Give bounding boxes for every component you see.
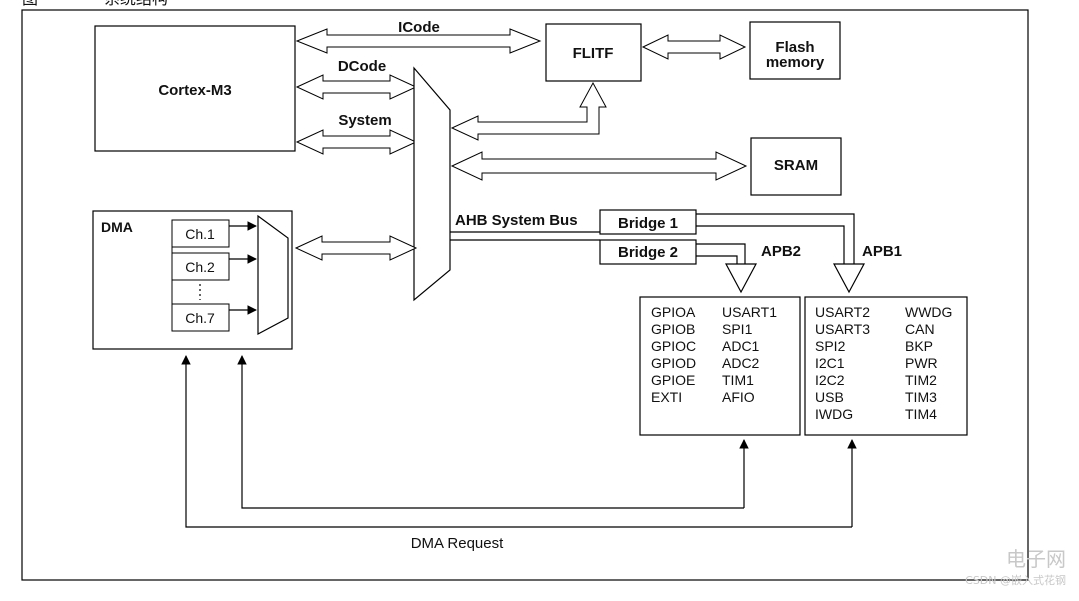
- flash-label-line1: Flash: [775, 39, 814, 56]
- peripheral-item: IWDG: [815, 406, 853, 422]
- bridge-1-label: Bridge 1: [618, 215, 678, 232]
- peripheral-item: PWR: [905, 355, 938, 371]
- peripheral-item: BKP: [905, 338, 933, 354]
- flash-memory-block: [749, 21, 841, 80]
- apb2-arrowhead: [724, 263, 758, 294]
- icode-bus-arrow: [295, 28, 542, 54]
- apb2-bus-outer: [696, 243, 746, 264]
- peripheral-item: ADC1: [722, 338, 760, 354]
- flitf-block: [545, 23, 642, 82]
- matrix-sram-arrow: [450, 151, 748, 181]
- sram-block: [750, 137, 842, 196]
- peripheral-item: USART1: [722, 304, 777, 320]
- dma-label: DMA: [101, 219, 133, 235]
- ahb-label: AHB System Bus: [455, 212, 578, 229]
- peripheral-item: GPIOC: [651, 338, 696, 354]
- bridge-2-block: [599, 239, 697, 265]
- flitf-label: FLITF: [573, 45, 614, 62]
- peripheral-item: GPIOB: [651, 321, 695, 337]
- flitf-flash-arrow: [641, 34, 747, 60]
- dma-request-outer-line: [181, 355, 852, 528]
- dma-channel-2-label: Ch.2: [185, 259, 215, 275]
- watermark-brand: 电子网: [1006, 547, 1066, 571]
- apb2-label: APB2: [761, 243, 801, 260]
- apb1-arrowhead: [832, 263, 866, 294]
- dma-channel-7-label: Ch.7: [185, 310, 215, 326]
- peripheral-item: ADC2: [722, 355, 760, 371]
- peripheral-item: GPIOE: [651, 372, 695, 388]
- peripheral-item: CAN: [905, 321, 935, 337]
- apb1-bus-outer: [696, 213, 855, 264]
- system-label: System: [338, 112, 391, 129]
- dma-channel-1-label: Ch.1: [185, 226, 215, 242]
- peripheral-item: GPIOD: [651, 355, 696, 371]
- bus-matrix: [413, 66, 451, 302]
- peripheral-item: USART3: [815, 321, 870, 337]
- peripheral-item: TIM2: [905, 372, 937, 388]
- matrix-flitf-arrow: [450, 81, 607, 141]
- peripheral-item: AFIO: [722, 389, 755, 405]
- dma-matrix-arrow: [294, 235, 418, 261]
- apb1-peripherals-box: [804, 296, 968, 436]
- cortex-m3-label: Cortex-M3: [158, 82, 231, 99]
- figure-caption-prefix: 图: [22, 0, 38, 8]
- peripheral-item: SPI1: [722, 321, 753, 337]
- peripheral-item: SPI2: [815, 338, 846, 354]
- dma-channel-7: [171, 303, 230, 332]
- system-bus-arrow: [295, 129, 418, 155]
- dcode-bus-arrow: [295, 74, 418, 100]
- dma-request-inner-line: [237, 355, 744, 509]
- sram-label: SRAM: [774, 157, 818, 174]
- peripheral-item: WWDG: [905, 304, 952, 320]
- apb1-bus-inner: [696, 225, 845, 264]
- peripheral-item: TIM4: [905, 406, 937, 422]
- apb1-label: APB1: [862, 243, 902, 260]
- dma-mux: [257, 214, 289, 335]
- flash-label-line2: memory: [766, 54, 825, 71]
- outer-frame: [21, 9, 1029, 581]
- cortex-m3-block: [94, 25, 296, 152]
- bridge-1-block: [599, 209, 697, 235]
- apb2-bus-inner: [696, 255, 738, 264]
- peripheral-item: I2C2: [815, 372, 845, 388]
- watermark-site: CSDN @嵌入式花钢: [965, 574, 1066, 587]
- dma-channel-1: [171, 219, 230, 248]
- dma-request-label: DMA Request: [411, 535, 504, 552]
- peripheral-item: USART2: [815, 304, 870, 320]
- peripheral-item: TIM1: [722, 372, 754, 388]
- dcode-label: DCode: [338, 58, 386, 75]
- peripheral-item: EXTI: [651, 389, 682, 405]
- apb2-peripherals-box: [639, 296, 801, 436]
- icode-label: ICode: [398, 19, 440, 36]
- peripheral-item: USB: [815, 389, 844, 405]
- peripheral-item: I2C1: [815, 355, 845, 371]
- bridge-2-label: Bridge 2: [618, 244, 678, 261]
- peripheral-item: GPIOA: [651, 304, 696, 320]
- figure-caption-text: 系统结构: [104, 0, 168, 8]
- peripheral-item: TIM3: [905, 389, 937, 405]
